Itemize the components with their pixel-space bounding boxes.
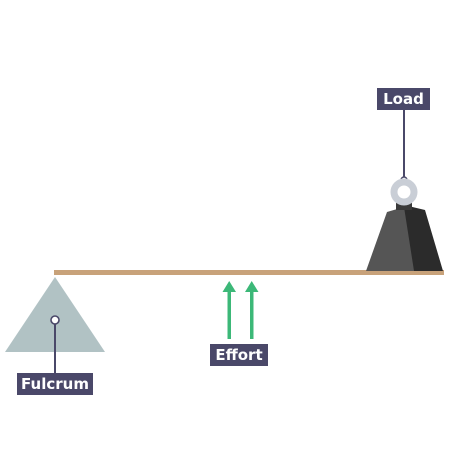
- effort-label-tag: Effort: [210, 344, 268, 366]
- weight-right-face: [404, 205, 443, 271]
- load-label: Load: [383, 90, 424, 108]
- effort-arrow-left-head: [222, 281, 236, 292]
- fulcrum-label: Fulcrum: [21, 375, 89, 393]
- weight-left-face: [366, 207, 414, 271]
- fulcrum-label-tag: Fulcrum: [17, 373, 93, 395]
- fulcrum-triangle: [5, 277, 105, 352]
- effort-arrow-left-shaft: [227, 291, 231, 339]
- effort-arrows: [222, 281, 259, 339]
- load-label-tag: Load: [377, 88, 430, 110]
- effort-label: Effort: [215, 346, 262, 364]
- load-ring: [390, 178, 418, 206]
- effort-arrow-right-head: [245, 281, 259, 292]
- load-weight: [366, 201, 443, 271]
- lever-beam: [54, 270, 444, 275]
- effort-arrow-right-shaft: [250, 291, 254, 339]
- fulcrum-pivot: [50, 315, 60, 325]
